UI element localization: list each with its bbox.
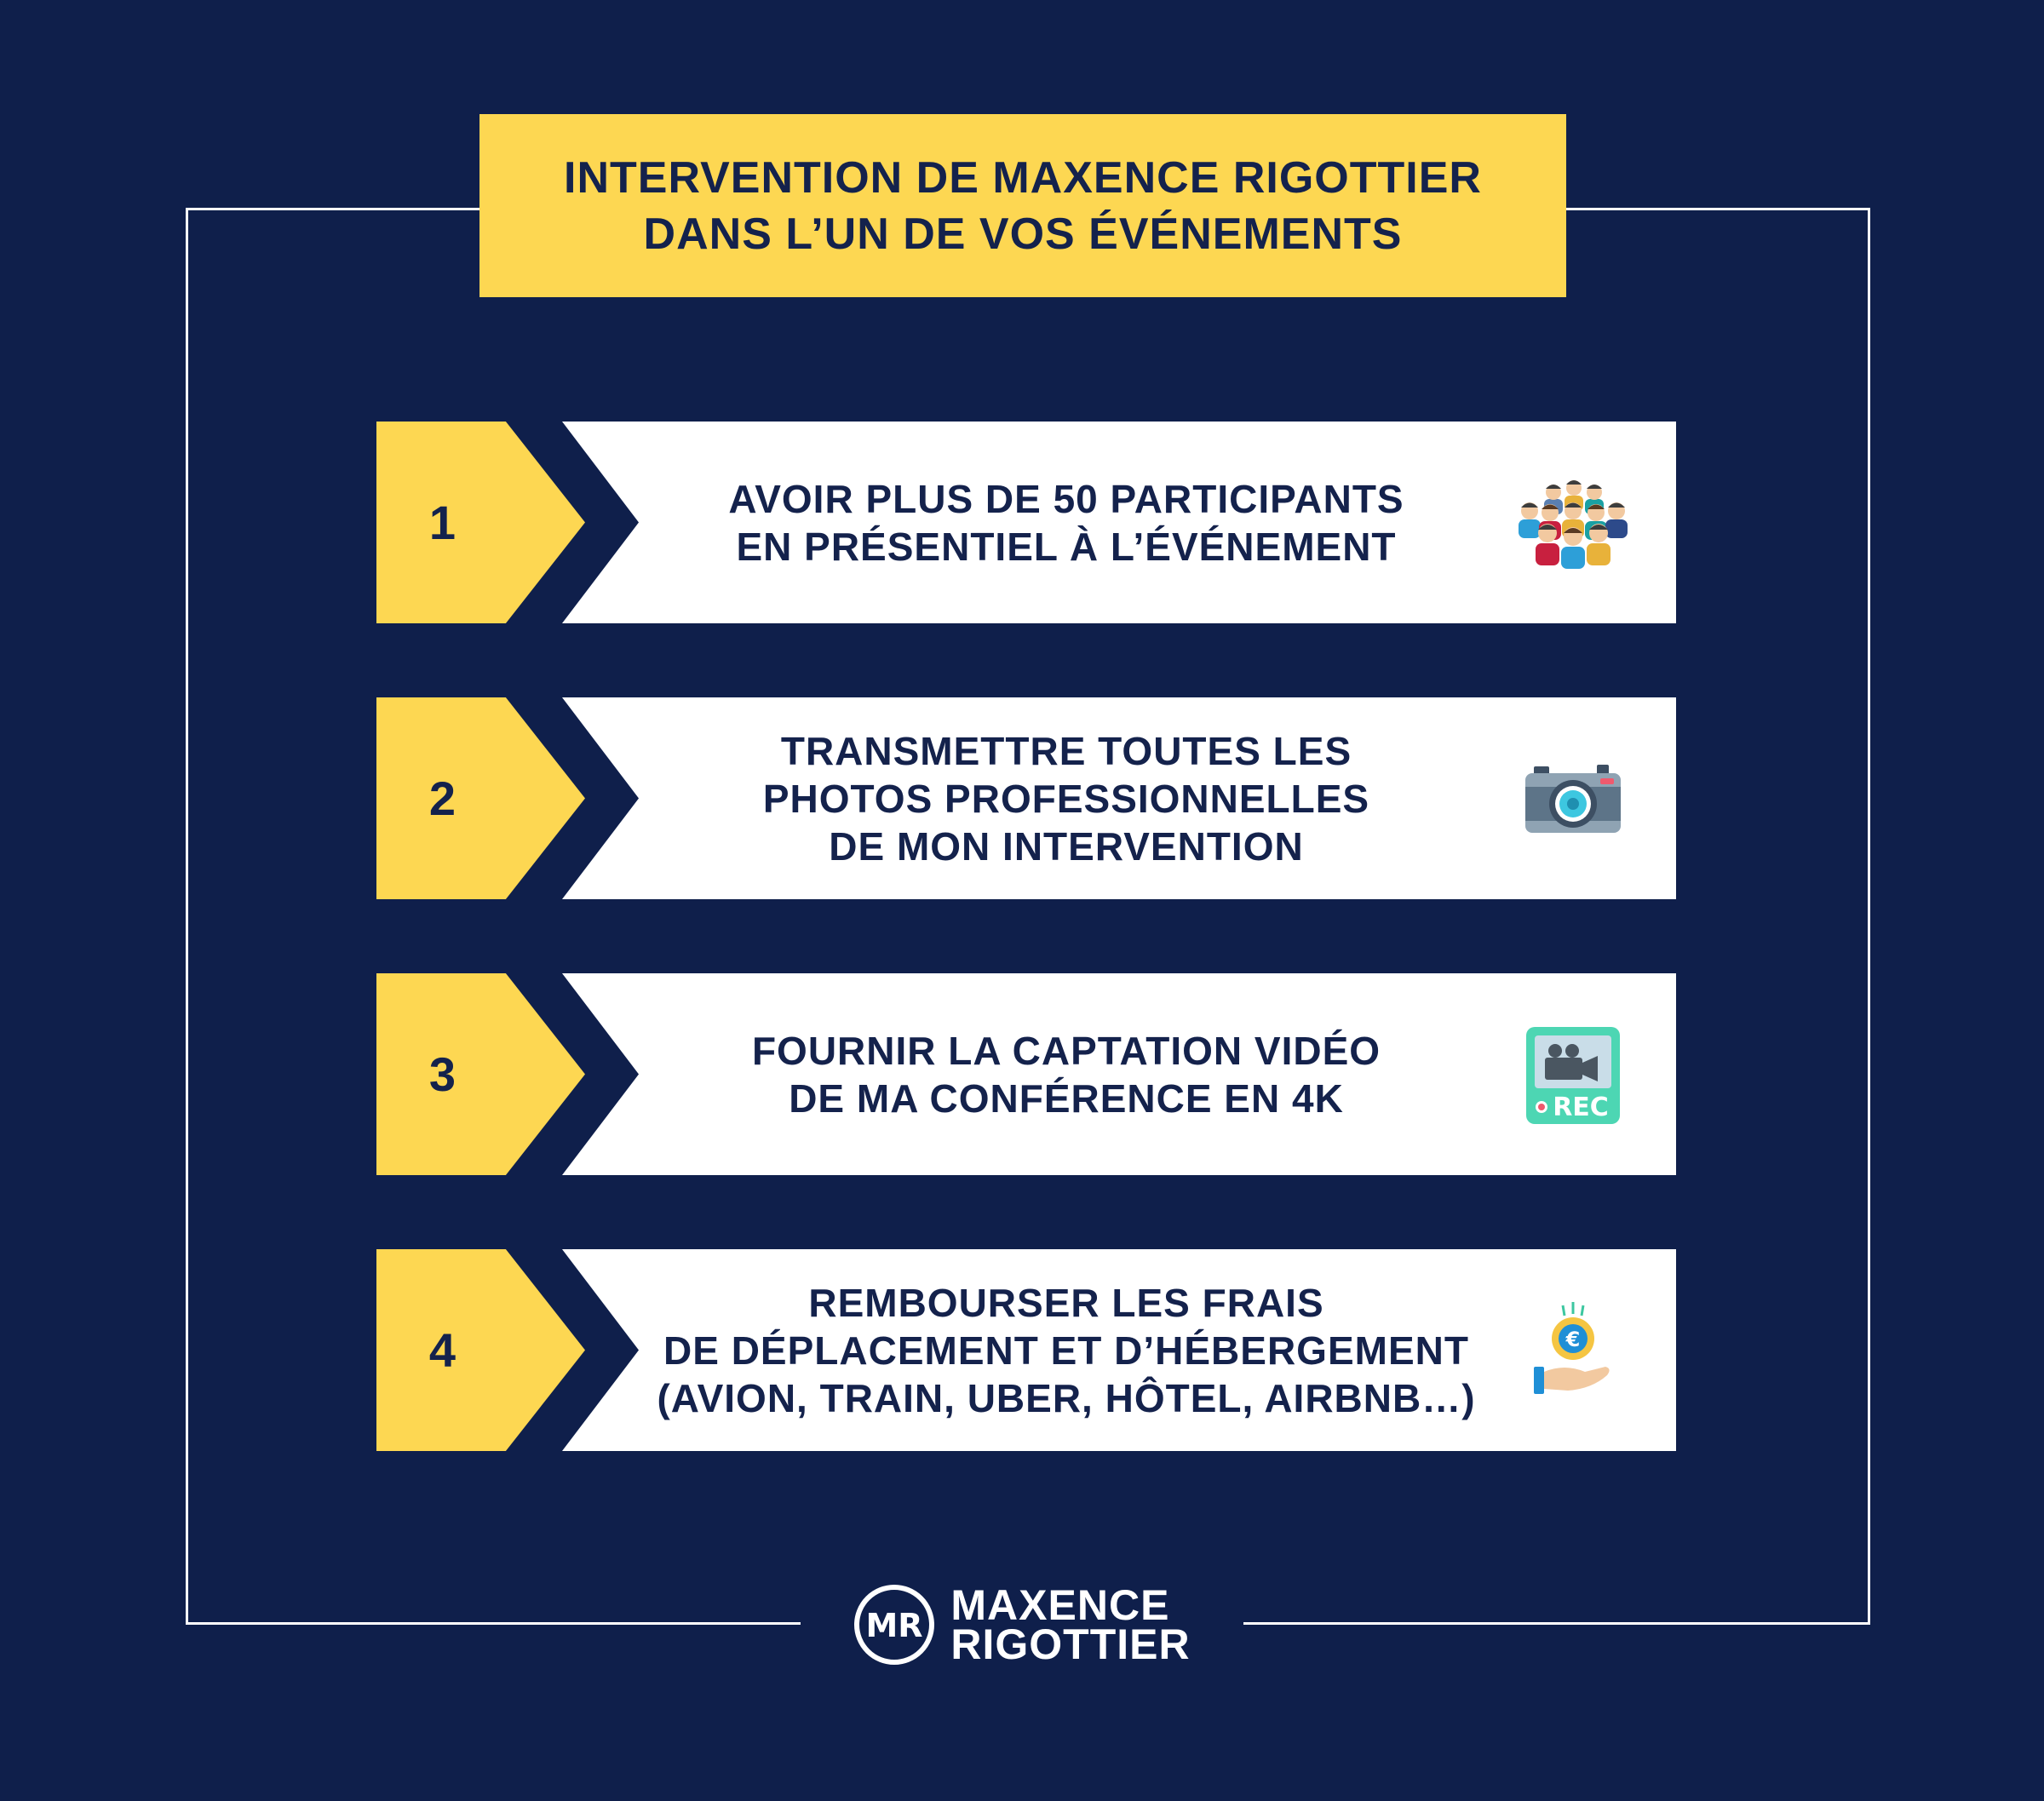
step-text-line: FOURNIR LA CAPTATION VIDÉO — [751, 1028, 1381, 1073]
step-text: FOURNIR LA CAPTATION VIDÉO DE MA CONFÉRE… — [640, 973, 1492, 1175]
rec-label: REC — [1553, 1093, 1609, 1122]
step-panel — [562, 422, 1676, 623]
step-panel — [562, 1249, 1676, 1451]
step-text: REMBOURSER LES FRAIS DE DÉPLACEMENT ET D… — [640, 1249, 1492, 1451]
step-3: 3 FOURNIR LA CAPTATION VIDÉO DE MA CONFÉ… — [376, 973, 1676, 1175]
step-4: 4 REMBOURSER LES FRAIS DE DÉPLACEMENT ET… — [376, 1249, 1676, 1451]
logo-line-2: RIGOTTIER — [950, 1620, 1191, 1668]
video-rec-icon: REC — [1509, 1016, 1637, 1135]
step-panel — [562, 697, 1676, 899]
step-text-line: DE MON INTERVENTION — [829, 823, 1304, 869]
step-text: AVOIR PLUS DE 50 PARTICIPANTS EN PRÉSENT… — [640, 422, 1492, 623]
title-line-2: DANS L’UN DE VOS ÉVÉNEMENTS — [643, 209, 1403, 259]
step-text-line: DE MA CONFÉRENCE EN 4K — [789, 1075, 1344, 1121]
step-text: TRANSMETTRE TOUTES LES PHOTOS PROFESSION… — [640, 697, 1492, 899]
step-text-line: PHOTOS PROFESSIONNELLES — [762, 776, 1370, 821]
step-text-line: TRANSMETTRE TOUTES LES — [780, 728, 1352, 773]
logo-line-1: MAXENCE — [950, 1581, 1170, 1629]
step-text-line: REMBOURSER LES FRAIS — [808, 1280, 1324, 1325]
step-text-line: DE DÉPLACEMENT ET D’HÉBERGEMENT — [663, 1328, 1469, 1373]
title-banner: INTERVENTION DE MAXENCE RIGOTTIER DANS L… — [479, 114, 1566, 297]
step-number: 4 — [428, 1323, 456, 1377]
monogram-text: MR — [866, 1607, 923, 1644]
logo-name: MAXENCE RIGOTTIER — [950, 1581, 1191, 1668]
title-line-1: INTERVENTION DE MAXENCE RIGOTTIER — [564, 152, 1482, 203]
euro-coin-hand-icon: € — [1509, 1292, 1637, 1411]
crowd-icon — [1509, 464, 1637, 583]
step-text-line: AVOIR PLUS DE 50 PARTICIPANTS — [728, 476, 1404, 521]
step-2: 2 TRANSMETTRE TOUTES LES PHOTOS PROFESSI… — [376, 697, 1676, 899]
euro-symbol: € — [1565, 1328, 1581, 1351]
camera-icon — [1509, 740, 1637, 859]
brand-logo: MR MAXENCE RIGOTTIER — [801, 1571, 1243, 1678]
step-panel — [562, 973, 1676, 1175]
step-number: 2 — [428, 771, 456, 825]
step-text-line: EN PRÉSENTIEL À L’ÉVÉNEMENT — [736, 524, 1397, 569]
monogram-icon: MR — [854, 1585, 935, 1665]
step-text-line: (AVION, TRAIN, UBER, HÔTEL, AIRBNB…) — [657, 1375, 1476, 1420]
step-1: 1 AVOIR PLUS DE 50 PARTICIPANTS EN PRÉSE… — [376, 422, 1676, 623]
step-number: 3 — [428, 1047, 456, 1101]
step-number: 1 — [428, 496, 456, 549]
